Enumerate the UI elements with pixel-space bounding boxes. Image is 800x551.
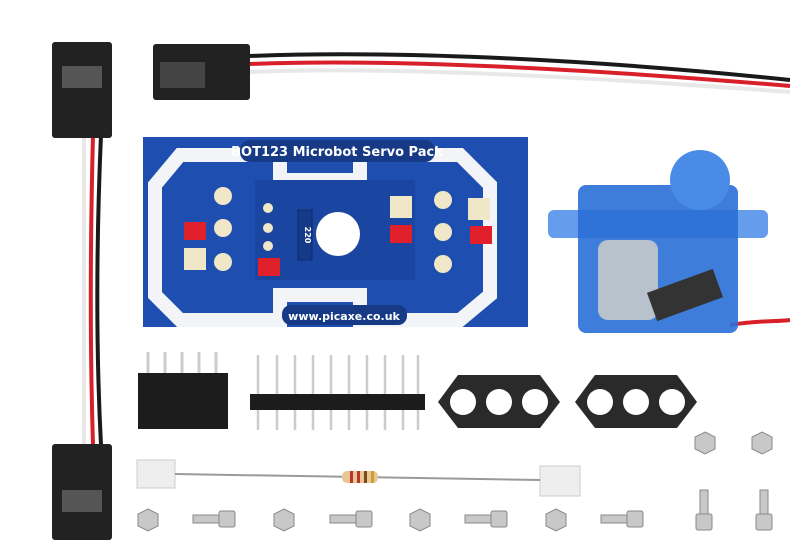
- pcb-board: BOT123 Microbot Servo Pack www.picaxe.co…: [143, 137, 528, 327]
- nuts-and-screws: [137, 431, 773, 532]
- wire-with-resistor: [136, 459, 581, 497]
- micro-servo: [548, 150, 791, 333]
- pin-header-strip: [250, 355, 425, 430]
- servo-extension-cable-top: [153, 44, 791, 100]
- mounting-bracket-right: [575, 375, 697, 428]
- header-socket: [138, 352, 228, 429]
- pcb-url: www.picaxe.co.uk: [288, 310, 400, 323]
- servo-extension-cable-left: [52, 42, 112, 540]
- pcb-title: BOT123 Microbot Servo Pack: [231, 145, 443, 160]
- mounting-bracket-left: [438, 375, 560, 428]
- resistor-label: 220: [303, 227, 312, 244]
